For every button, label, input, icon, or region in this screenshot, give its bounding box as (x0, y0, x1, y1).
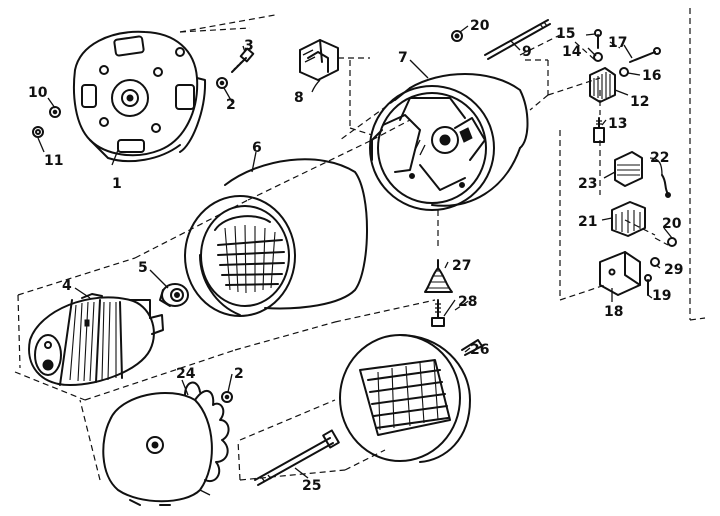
callout-labels: 1 2 2 3 4 5 6 7 8 9 10 11 12 13 14 15 16… (28, 18, 683, 494)
part-7-housing (369, 73, 529, 211)
part-5-collar (159, 283, 189, 307)
callout-20-top: 20 (470, 18, 490, 34)
callout-27: 27 (452, 258, 471, 274)
part-21-relay (611, 201, 646, 237)
part-13-connector (593, 117, 605, 143)
part-19-screw (644, 274, 652, 296)
part-20-nut-top (451, 30, 463, 42)
callout-14: 14 (562, 44, 582, 60)
part-2-washer-bottom (221, 391, 233, 403)
callout-2-top: 2 (226, 97, 236, 113)
part-20-nut-right (667, 237, 677, 247)
part-12-terminal-block (589, 67, 616, 103)
part-17-screw (629, 47, 661, 63)
callout-11: 11 (44, 153, 63, 169)
part-18-mount-bracket (599, 251, 641, 296)
callout-6: 6 (252, 140, 262, 156)
part-16-nut (619, 67, 629, 77)
part-23-switch (614, 151, 643, 187)
part-26-grille-cap (339, 334, 485, 463)
part-25-long-bolt (254, 429, 340, 486)
callout-2-bottom: 2 (234, 366, 244, 382)
callout-25: 25 (302, 478, 321, 494)
callout-12: 12 (630, 94, 649, 110)
callout-10: 10 (28, 85, 48, 101)
callout-1: 1 (112, 176, 122, 192)
part-6-cylinder-shell (184, 158, 368, 317)
callout-23: 23 (578, 176, 597, 192)
part-2-washer-top (216, 77, 228, 89)
callout-29: 29 (664, 262, 683, 278)
callout-26: 26 (470, 342, 489, 358)
part-24-fan-cover (102, 381, 230, 506)
part-22-lead-wire (661, 174, 671, 198)
callout-8: 8 (294, 90, 304, 106)
part-11-screw (32, 126, 44, 138)
part-4-motor (28, 293, 164, 386)
part-3-screw (231, 47, 255, 73)
callout-15: 15 (556, 26, 575, 42)
callout-17: 17 (608, 35, 627, 51)
part-27-cone-spring (424, 259, 453, 293)
part-10-washer (49, 106, 61, 118)
callout-7: 7 (398, 50, 408, 66)
callout-28: 28 (458, 294, 477, 310)
part-8-clip (299, 39, 339, 81)
callout-21: 21 (578, 214, 597, 230)
callout-20-right: 20 (662, 216, 682, 232)
part-14-washer (593, 52, 603, 62)
callout-3: 3 (244, 38, 254, 54)
callout-9: 9 (522, 44, 532, 60)
part-9-tie-rod (484, 19, 551, 60)
assembly-guide-lines (14, 8, 706, 481)
callout-18: 18 (604, 304, 623, 320)
part-15-screw (594, 29, 602, 49)
callout-24: 24 (176, 366, 196, 382)
part-28-bolt (431, 299, 445, 327)
callout-13: 13 (608, 116, 627, 132)
callout-22: 22 (650, 150, 669, 166)
part-1-end-bracket (72, 30, 207, 163)
callout-5: 5 (138, 260, 148, 276)
part-29-washer (650, 257, 660, 267)
leader-lines (37, 25, 673, 479)
callout-16: 16 (642, 68, 661, 84)
callout-4: 4 (62, 278, 72, 294)
callout-19: 19 (652, 288, 671, 304)
